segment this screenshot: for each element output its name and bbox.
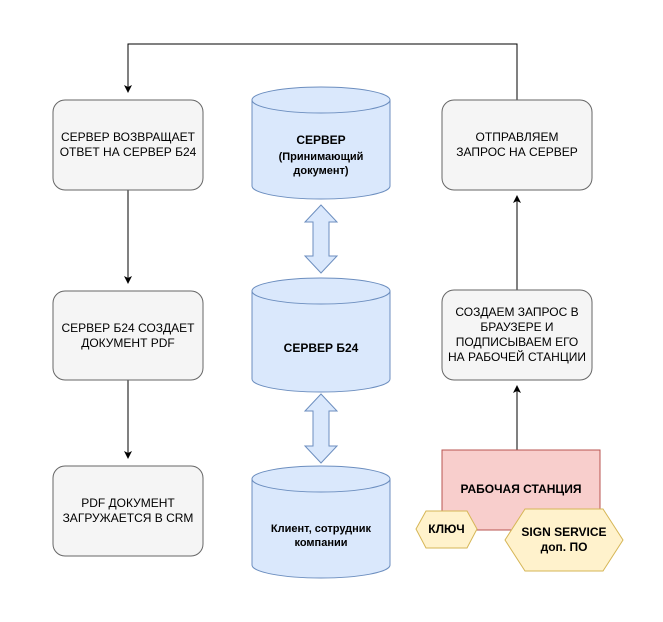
database-client	[251, 465, 391, 579]
database-server-b24	[251, 277, 391, 393]
sign-service-label: SIGN SERVICE доп. ПО	[521, 525, 607, 554]
database-server-receiving-subtitle: (Принимающий документ)	[278, 150, 364, 177]
right-box-create-request	[441, 289, 593, 381]
left-box-server-returns	[52, 99, 204, 191]
left-box-server-returns-label: СЕРВЕР ВОЗВРАЩАЕТ ОТВЕТ НА СЕРВЕР Б24	[59, 130, 197, 159]
right-box-send-request	[441, 99, 593, 191]
left-box-b24-creates-pdf-label: СЕРВЕР Б24 СОЗДАЕТ ДОКУМЕНТ PDF	[61, 320, 195, 350]
left-box-b24-creates-pdf	[52, 290, 204, 381]
database-server-b24-label: СЕРВЕР Б24	[283, 340, 359, 355]
key-hexagon	[415, 510, 478, 549]
connector-top-loop	[124, 43, 518, 100]
database-server-receiving	[251, 86, 391, 200]
sign-service-hexagon	[504, 508, 624, 572]
right-box-send-request-label: ОТПРАВЛЯЕМ ЗАПРОС НА СЕРВЕР	[456, 130, 578, 159]
double-arrow-b24-client	[303, 393, 339, 464]
key-label: КЛЮЧ	[428, 522, 465, 536]
database-client-label: Клиент, сотрудник компании	[270, 523, 372, 549]
workstation-label: РАБОЧАЯ СТАНЦИЯ	[460, 481, 582, 496]
right-box-create-request-label: СОЗДАЕМ ЗАПРОС В БРАУЗЕРЕ И ПОДПИСЫВАЕМ …	[448, 305, 586, 364]
left-box-pdf-to-crm	[52, 465, 204, 557]
database-server-receiving-label: СЕРВЕР (Принимающий документ)	[256, 124, 386, 186]
left-box-pdf-to-crm-label: PDF ДОКУМЕНТ ЗАГРУЖАЕТСЯ В CRM	[62, 496, 194, 525]
double-arrow-server-b24	[303, 204, 339, 274]
database-server-receiving-title: СЕРВЕР	[296, 132, 346, 147]
